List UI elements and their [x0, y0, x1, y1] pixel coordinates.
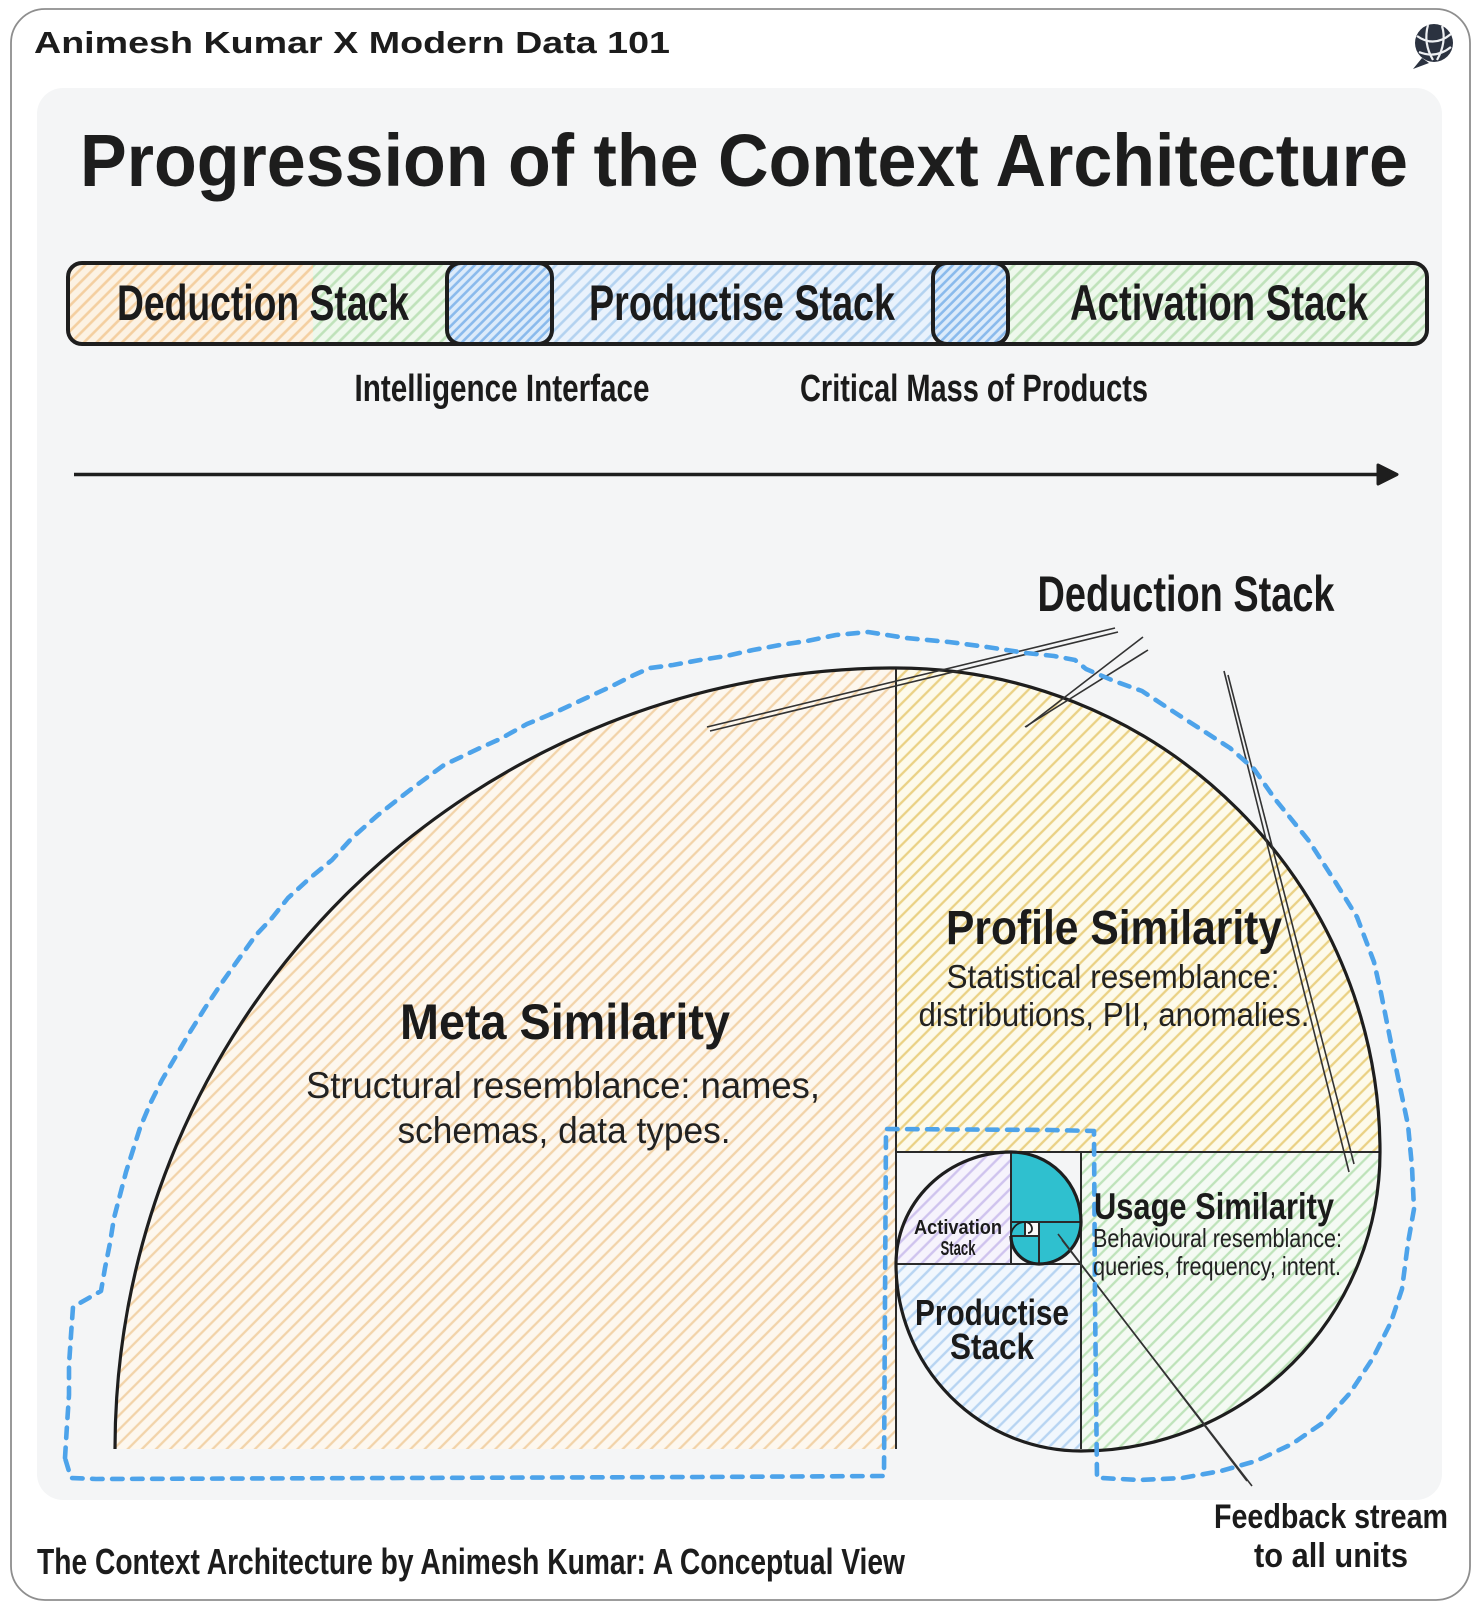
- svg-text:Statistical resemblance:: Statistical resemblance:: [947, 958, 1280, 995]
- svg-text:Productise: Productise: [915, 1292, 1069, 1333]
- svg-text:Structural resemblance: names,: Structural resemblance: names,: [306, 1065, 820, 1106]
- svg-text:Activation: Activation: [914, 1217, 1002, 1239]
- svg-text:Behavioural resemblance:: Behavioural resemblance:: [1093, 1223, 1342, 1253]
- svg-text:Activation Stack: Activation Stack: [1070, 275, 1368, 331]
- svg-text:to all units: to all units: [1254, 1537, 1408, 1575]
- svg-text:Stack: Stack: [950, 1326, 1035, 1367]
- svg-text:Progression of the Context Arc: Progression of the Context Architecture: [80, 119, 1408, 202]
- svg-text:queries, frequency, intent.: queries, frequency, intent.: [1093, 1251, 1341, 1281]
- svg-text:Productise Stack: Productise Stack: [589, 275, 895, 331]
- svg-text:Usage Similarity: Usage Similarity: [1094, 1186, 1334, 1227]
- svg-text:Animesh Kumar X Modern Data 10: Animesh Kumar X Modern Data 101: [34, 25, 670, 60]
- svg-text:Critical Mass of Products: Critical Mass of Products: [800, 368, 1148, 410]
- svg-text:schemas, data types.: schemas, data types.: [398, 1110, 731, 1151]
- svg-text:Deduction Stack: Deduction Stack: [1038, 566, 1335, 622]
- svg-text:distributions, PII, anomalies.: distributions, PII, anomalies.: [919, 996, 1310, 1033]
- svg-text:Intelligence Interface: Intelligence Interface: [355, 368, 650, 410]
- svg-text:Meta Similarity: Meta Similarity: [400, 994, 730, 1050]
- svg-text:Stack: Stack: [941, 1238, 977, 1260]
- svg-text:The Context Architecture by An: The Context Architecture by Animesh Kuma…: [37, 1541, 906, 1582]
- svg-text:Deduction Stack: Deduction Stack: [117, 275, 409, 331]
- svg-text:Feedback stream: Feedback stream: [1214, 1498, 1448, 1536]
- svg-text:Profile Similarity: Profile Similarity: [946, 902, 1282, 955]
